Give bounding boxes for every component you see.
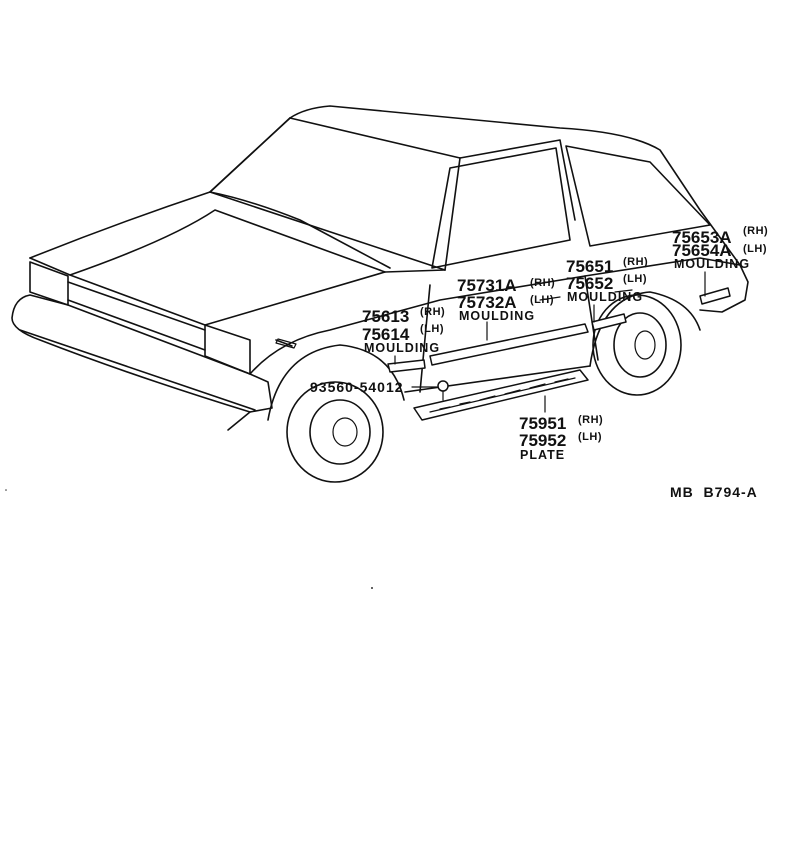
- diagram-code: MB B794-A: [670, 484, 758, 500]
- front-fender-moulding: [387, 359, 426, 373]
- door-moulding: [429, 323, 589, 366]
- rear-door-lh-part-number: 75652: [566, 274, 613, 293]
- door-rh-part-number: 75731A: [457, 276, 517, 295]
- rh-tag: (RH): [743, 225, 768, 237]
- part-name: PLATE: [520, 448, 565, 462]
- car-outline: [11, 105, 749, 483]
- lh-tag: (LH): [578, 431, 602, 443]
- callout-screw: 93560-54012: [310, 379, 404, 395]
- part-name: MOULDING: [459, 309, 535, 323]
- front-fender-rh-part-number: 75613: [362, 307, 409, 326]
- front-fender-lh-part-number: 75614: [362, 325, 410, 344]
- rh-tag: (RH): [420, 306, 445, 318]
- scan-speck: [5, 489, 7, 491]
- rear-door-moulding: [591, 313, 627, 331]
- lh-tag: (LH): [623, 273, 647, 285]
- screw-icon: [437, 380, 449, 392]
- rear-fender-rh-part-number: 75653A: [672, 228, 732, 247]
- callout-rear-fender-moulding: 75653A (RH) 75654A (LH) MOULDING: [672, 225, 768, 271]
- callout-door-moulding: 75731A (RH) 75732A (LH) MOULDING: [457, 276, 555, 323]
- rh-tag: (RH): [578, 414, 603, 426]
- plate-rh-part-number: 75951: [519, 414, 566, 433]
- lh-tag: (LH): [420, 323, 444, 335]
- door-lh-part-number: 75732A: [457, 293, 517, 312]
- parts: [387, 287, 731, 421]
- part-name: MOULDING: [674, 257, 750, 271]
- rear-door-rh-part-number: 75651: [566, 257, 613, 276]
- callout-scuff-plate: 75951 (RH) 75952 (LH) PLATE: [519, 414, 603, 462]
- rh-tag: (RH): [530, 277, 555, 289]
- rh-tag: (RH): [623, 256, 648, 268]
- screw-part-number: 93560-54012: [310, 379, 404, 395]
- callout-front-fender-moulding: 75613 (RH) 75614 (LH) MOULDING: [362, 306, 445, 355]
- plate-lh-part-number: 75952: [519, 431, 566, 450]
- part-name: MOULDING: [364, 341, 440, 355]
- callout-rear-door-moulding: 75651 (RH) 75652 (LH) MOULDING: [566, 256, 648, 304]
- lh-tag: (LH): [743, 243, 767, 255]
- scan-speck: [371, 587, 373, 589]
- leader-lines: [394, 271, 706, 413]
- part-name: MOULDING: [567, 290, 643, 304]
- rear-fender-lh-part-number: 75654A: [672, 241, 732, 260]
- lh-tag: (LH): [530, 294, 554, 306]
- rear-fender-moulding: [699, 287, 731, 305]
